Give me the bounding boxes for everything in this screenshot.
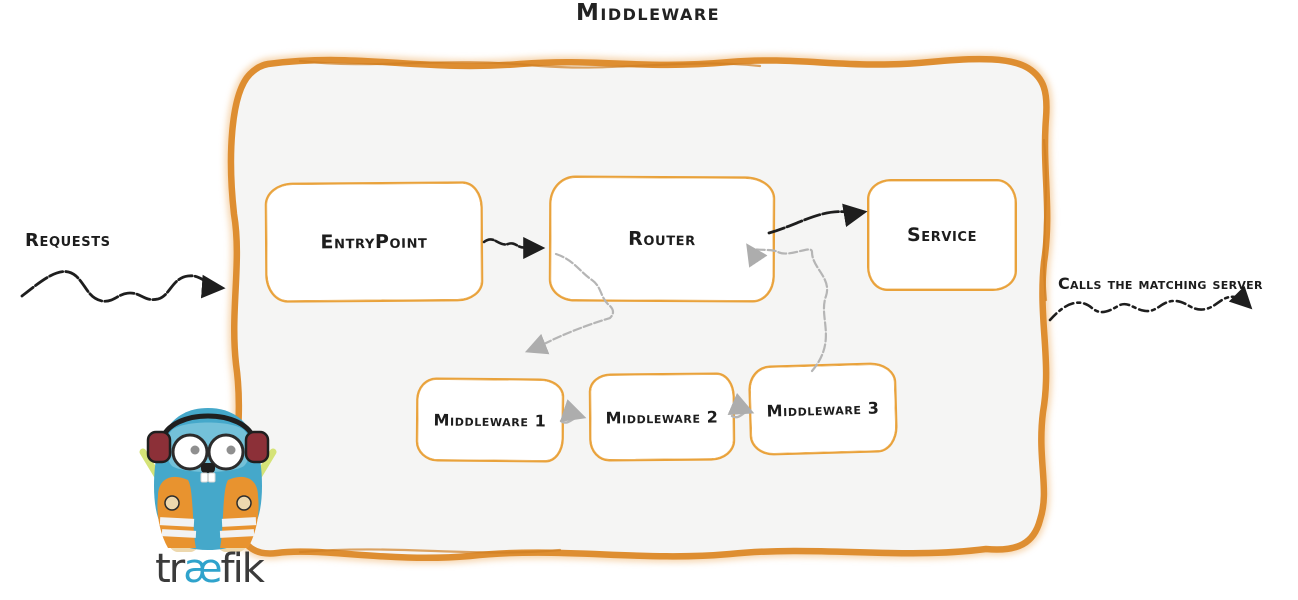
diagram-title: Middleware — [576, 0, 721, 26]
wordmark-ae-ligature: æ — [183, 546, 222, 592]
router-label: Router — [628, 227, 696, 251]
middleware2-node: Middleware 2 — [588, 372, 736, 462]
left-earmuff-icon — [146, 430, 172, 464]
arrow-entrypoint-to-router — [482, 236, 546, 260]
nose-icon — [201, 463, 215, 473]
right-hand — [236, 495, 252, 511]
left-goggle-icon — [171, 433, 209, 471]
right-pupil — [226, 445, 236, 455]
panel-glow — [225, 53, 1054, 564]
arrow-service-to-server — [1048, 285, 1253, 322]
wordmark-pre: tr — [155, 546, 185, 592]
entrypoint-label: EntryPoint — [320, 230, 428, 254]
traefik-gopher-logo — [139, 408, 277, 552]
service-label: Service — [906, 224, 978, 246]
middleware3-node: Middleware 3 — [747, 361, 899, 457]
vest-stripe-2 — [161, 529, 197, 538]
tooth-right — [208, 472, 216, 483]
tooth-left — [200, 472, 208, 483]
arrow-router-to-service — [767, 203, 868, 235]
left-hand — [164, 495, 180, 511]
traefik-wordmark: træfik — [130, 549, 288, 589]
calls-matching-server-label: Calls the matching server — [1058, 274, 1263, 293]
middleware1-label: Middleware 1 — [433, 410, 547, 430]
panel-stroke-texture — [298, 59, 1048, 554]
service-node: Service — [867, 179, 1017, 291]
left-pupil — [190, 445, 200, 455]
arrow-requests-to-panel — [20, 270, 226, 303]
wordmark-post: fik — [220, 546, 265, 592]
arrow-middleware1-to-middleware2 — [559, 399, 587, 424]
middleware1-node: Middleware 1 — [415, 377, 565, 463]
router-node: Router — [548, 175, 776, 303]
entrypoint-node: EntryPoint — [264, 181, 484, 303]
panel-body — [227, 55, 1051, 562]
vest-stripe-1 — [159, 517, 195, 527]
middleware2-label: Middleware 2 — [605, 407, 719, 427]
right-goggle-icon — [207, 433, 245, 471]
middleware3-label: Middleware 3 — [766, 397, 880, 421]
requests-label: Requests — [25, 230, 111, 251]
right-earmuff-icon — [244, 430, 270, 464]
